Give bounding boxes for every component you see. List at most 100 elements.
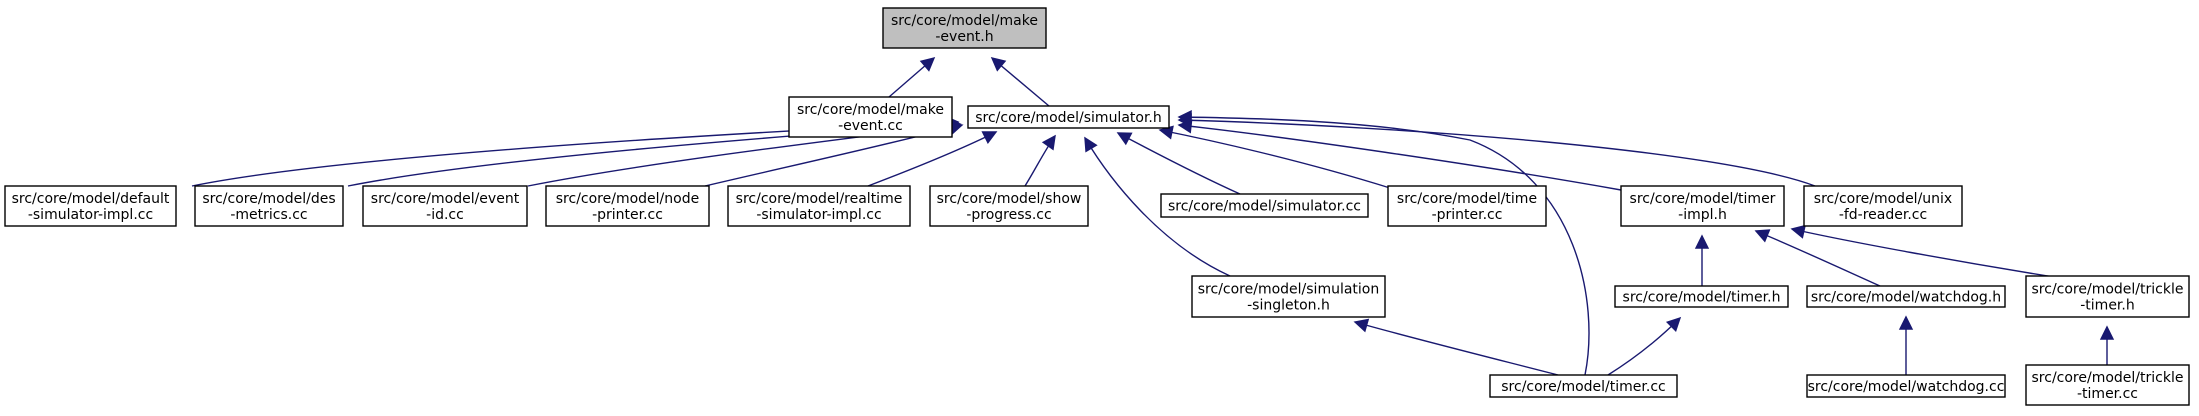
node-label-line: -simulator-impl.cc xyxy=(756,207,881,223)
node-box[interactable] xyxy=(1806,285,2006,308)
edge-line xyxy=(1178,116,1590,376)
node-make-event-cc[interactable]: src/core/model/make-event.cc xyxy=(788,96,953,138)
node-label-line: -id.cc xyxy=(426,207,464,223)
edge-line xyxy=(1755,230,1881,287)
node-label-line: src/core/model/event xyxy=(371,191,520,207)
node-label-line: src/core/model/time xyxy=(1397,191,1537,207)
node-label-line: -printer.cc xyxy=(1432,207,1503,223)
node-show-progress-cc[interactable]: src/core/model/show-progress.cc xyxy=(929,185,1089,227)
edge-arrowhead xyxy=(2099,325,2115,340)
node-label-line: -event.cc xyxy=(838,118,903,134)
edge-watchdog-cc-to-watchdog-h xyxy=(1898,315,1914,375)
node-label-line: -fd-reader.cc xyxy=(1839,207,1927,223)
node-label-line: -timer.h xyxy=(2080,298,2134,314)
node-box[interactable] xyxy=(1489,374,1678,398)
node-make-event-h[interactable]: src/core/model/make-event.h xyxy=(882,7,1047,49)
node-event-id-cc[interactable]: src/core/model/event-id.cc xyxy=(362,185,528,227)
edge-line xyxy=(1084,137,1231,277)
edge-line xyxy=(1791,228,2061,279)
node-timer-impl-h[interactable]: src/core/model/timer-impl.h xyxy=(1620,185,1785,227)
node-label-line: src/core/model/timer.cc xyxy=(1501,379,1665,395)
node-default-simulator-impl-cc[interactable]: src/core/model/default-simulator-impl.cc xyxy=(4,185,177,227)
edge-line xyxy=(1178,119,1816,187)
node-realtime-simulator-impl-cc[interactable]: src/core/model/realtime-simulator-impl.c… xyxy=(727,185,911,227)
node-box[interactable] xyxy=(1803,185,1963,227)
edge-arrowhead xyxy=(1177,110,1192,125)
edge-line xyxy=(1607,317,1681,376)
node-box[interactable] xyxy=(967,105,1170,129)
edge-line xyxy=(867,131,997,187)
node-box[interactable] xyxy=(362,185,528,227)
edge-line xyxy=(1159,129,1391,189)
edge-arrowhead xyxy=(1790,224,1806,239)
node-box[interactable] xyxy=(2025,364,2190,406)
node-simulator-h[interactable]: src/core/model/simulator.h xyxy=(967,105,1170,129)
node-node-printer-cc[interactable]: src/core/model/node-printer.cc xyxy=(545,185,710,227)
edge-arrowhead xyxy=(1898,315,1914,330)
node-simulator-cc[interactable]: src/core/model/simulator.cc xyxy=(1160,193,1369,218)
node-label-line: src/core/model/node xyxy=(556,191,699,207)
node-label-line: src/core/model/default xyxy=(12,191,170,207)
edge-time-printer-cc-to-simulator-h xyxy=(1158,125,1391,189)
node-box[interactable] xyxy=(1387,185,1547,227)
node-box[interactable] xyxy=(1614,285,1789,308)
node-label-line: src/core/model/watchdog.h xyxy=(1811,290,2001,306)
node-label-line: src/core/model/simulator.h xyxy=(975,110,1162,126)
node-label-line: -metrics.cc xyxy=(230,207,307,223)
node-box[interactable] xyxy=(1620,185,1785,227)
node-label-line: -printer.cc xyxy=(592,207,663,223)
node-timer-h[interactable]: src/core/model/timer.h xyxy=(1614,285,1789,308)
node-box[interactable] xyxy=(194,185,344,227)
edge-arrowhead xyxy=(1694,234,1710,249)
node-trickle-timer-h[interactable]: src/core/model/trickle-timer.h xyxy=(2025,275,2190,318)
node-label-line: src/core/model/simulation xyxy=(1198,282,1380,298)
node-box[interactable] xyxy=(2025,275,2190,318)
node-timer-cc[interactable]: src/core/model/timer.cc xyxy=(1489,374,1678,398)
node-label-line: -impl.h xyxy=(1678,207,1727,223)
edge-simulator-h-to-make-event-h xyxy=(990,56,1050,107)
node-box[interactable] xyxy=(4,185,177,227)
node-box[interactable] xyxy=(1806,374,2006,398)
node-label-line: src/core/model/make xyxy=(891,13,1038,29)
nodes-layer: src/core/model/make-event.hsrc/core/mode… xyxy=(4,7,2190,406)
edge-arrowhead xyxy=(1116,132,1133,146)
node-box[interactable] xyxy=(1191,275,1386,318)
edge-watchdog-h-to-timer-impl-h xyxy=(1754,229,1881,287)
node-watchdog-cc[interactable]: src/core/model/watchdog.cc xyxy=(1806,374,2006,398)
edge-realtime-simulator-impl-cc-to-simulator-h xyxy=(867,131,998,187)
node-label-line: -progress.cc xyxy=(966,207,1051,223)
node-label-line: src/core/model/trickle xyxy=(2032,370,2184,386)
edge-arrowhead xyxy=(990,56,1007,72)
edge-arrowhead xyxy=(1084,136,1098,153)
edge-unix-fd-reader-cc-to-simulator-h xyxy=(1177,113,1816,187)
node-des-metrics-cc[interactable]: src/core/model/des-metrics.cc xyxy=(194,185,344,227)
edge-arrowhead xyxy=(1665,316,1682,333)
node-unix-fd-reader-cc[interactable]: src/core/model/unix-fd-reader.cc xyxy=(1803,185,1963,227)
node-label-line: src/core/model/make xyxy=(797,102,944,118)
edge-line xyxy=(1354,321,1559,376)
node-trickle-timer-cc[interactable]: src/core/model/trickle-timer.cc xyxy=(2025,364,2190,406)
edge-arrowhead xyxy=(1041,134,1056,151)
node-box[interactable] xyxy=(545,185,710,227)
node-time-printer-cc[interactable]: src/core/model/time-printer.cc xyxy=(1387,185,1547,227)
node-simulation-singleton-h[interactable]: src/core/model/simulation-singleton.h xyxy=(1191,275,1386,318)
node-box[interactable] xyxy=(727,185,911,227)
node-label-line: src/core/model/realtime xyxy=(736,191,903,207)
edge-simulator-cc-to-simulator-h xyxy=(1116,132,1241,195)
node-box[interactable] xyxy=(1160,193,1369,218)
node-watchdog-h[interactable]: src/core/model/watchdog.h xyxy=(1806,285,2006,308)
edge-trickle-timer-cc-to-trickle-timer-h xyxy=(2099,325,2115,365)
edge-arrowhead xyxy=(981,131,998,145)
edge-line xyxy=(1117,132,1241,195)
node-box[interactable] xyxy=(788,96,953,138)
node-label-line: -singleton.h xyxy=(1247,298,1330,314)
node-box[interactable] xyxy=(929,185,1089,227)
node-box[interactable] xyxy=(882,7,1047,49)
edge-line xyxy=(1178,124,1622,191)
edge-trickle-timer-h-to-timer-impl-h xyxy=(1790,224,2061,279)
node-label-line: src/core/model/watchdog.cc xyxy=(1808,379,2005,395)
node-label-line: -simulator-impl.cc xyxy=(28,207,153,223)
node-label-line: src/core/model/trickle xyxy=(2032,282,2184,298)
edge-arrowhead xyxy=(919,56,936,72)
